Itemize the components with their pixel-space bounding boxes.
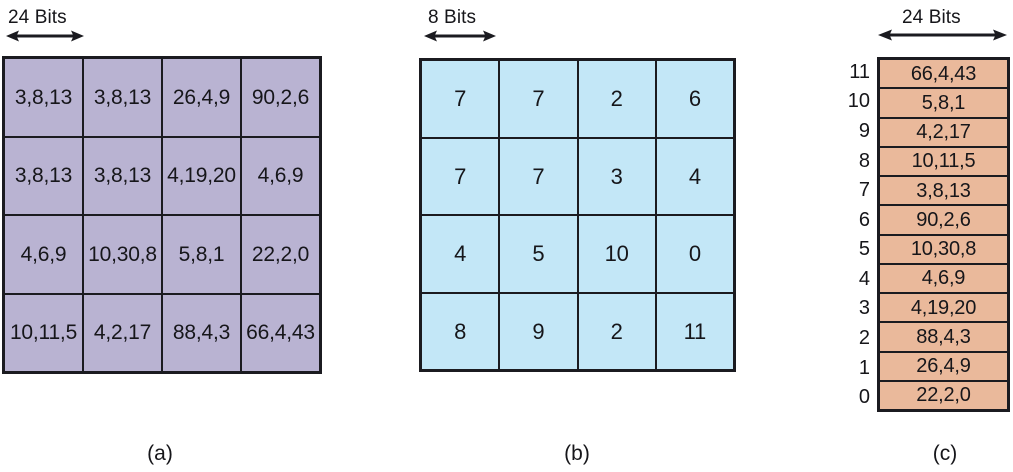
panel-b-bits-label: 8 Bits	[428, 7, 477, 28]
index-cell: 8	[422, 293, 499, 369]
palette-row: 5,8,1	[880, 89, 1007, 117]
palette-table: 66,4,43 5,8,1 4,2,17 10,11,5 3,8,13 90,2…	[877, 57, 1010, 412]
double-arrow-horizontal-icon	[6, 27, 84, 45]
pixel-cell: 4,2,17	[84, 294, 161, 371]
panel-b-caption: (b)	[564, 442, 590, 465]
palette-index-label: 7	[858, 179, 870, 202]
palette-index-label: 9	[858, 119, 870, 142]
index-cell: 9	[500, 293, 577, 369]
index-cell: 11	[656, 293, 733, 369]
palette-index-label: 8	[858, 149, 870, 172]
double-arrow-horizontal-icon	[424, 27, 496, 45]
palette-row: 10,11,5	[880, 147, 1007, 175]
panel-a-bits-label: 24 Bits	[8, 7, 67, 28]
palette-row: 88,4,3	[880, 323, 1007, 351]
index-cell: 2	[578, 61, 655, 137]
index-cell: 6	[656, 61, 733, 137]
pixel-cell: 3,8,13	[5, 59, 82, 136]
index-cell: 3	[578, 138, 655, 214]
palette-row: 26,4,9	[880, 352, 1007, 380]
palette-row: 4,2,17	[880, 118, 1007, 146]
pixel-cell: 66,4,43	[242, 294, 319, 371]
pixel-cell: 88,4,3	[163, 294, 240, 371]
panel-c-caption: (c)	[932, 442, 958, 465]
panel-c-bits-label: 24 Bits	[902, 7, 961, 28]
palette-index-label: 11	[849, 60, 870, 83]
truecolor-pixel-grid: 3,8,13 3,8,13 26,4,9 90,2,6 3,8,13 3,8,1…	[2, 56, 322, 374]
index-cell: 4	[422, 216, 499, 292]
panel-a-caption: (a)	[147, 442, 173, 465]
palette-row: 22,2,0	[880, 381, 1007, 409]
index-cell: 2	[578, 293, 655, 369]
index-cell: 4	[656, 138, 733, 214]
pixel-cell: 22,2,0	[242, 216, 319, 293]
palette-index-label: 3	[858, 297, 870, 320]
index-cell: 7	[422, 61, 499, 137]
pixel-cell: 4,6,9	[242, 137, 319, 214]
pixel-cell: 5,8,1	[163, 216, 240, 293]
index-cell: 5	[500, 216, 577, 292]
palette-index-label: 1	[858, 356, 870, 379]
pixel-cell: 90,2,6	[242, 59, 319, 136]
palette-row: 4,19,20	[880, 294, 1007, 322]
palette-row: 90,2,6	[880, 206, 1007, 234]
index-cell: 0	[656, 216, 733, 292]
palette-index-label: 0	[858, 386, 870, 409]
palette-index-column: 11 10 9 8 7 6 5 4 3 2 1 0	[812, 57, 877, 412]
pixel-cell: 3,8,13	[84, 137, 161, 214]
palette-index-label: 6	[858, 208, 870, 231]
pixel-cell: 10,11,5	[5, 294, 82, 371]
index-pixel-grid: 7 7 2 6 7 7 3 4 4 5 10 0 8 9 2 11	[419, 58, 736, 372]
pixel-cell: 3,8,13	[84, 59, 161, 136]
index-cell: 7	[500, 138, 577, 214]
palette-index-label: 5	[858, 238, 870, 261]
index-cell: 7	[500, 61, 577, 137]
pixel-cell: 4,19,20	[163, 137, 240, 214]
index-cell: 7	[422, 138, 499, 214]
palette-index-label: 4	[858, 267, 870, 290]
pixel-cell: 26,4,9	[163, 59, 240, 136]
palette-row: 4,6,9	[880, 264, 1007, 292]
palette-index-label: 10	[847, 90, 870, 113]
palette-index-label: 2	[858, 326, 870, 349]
palette-row: 3,8,13	[880, 177, 1007, 205]
pixel-cell: 4,6,9	[5, 216, 82, 293]
double-arrow-horizontal-icon	[878, 26, 1007, 44]
pixel-cell: 3,8,13	[5, 137, 82, 214]
palette-row: 10,30,8	[880, 235, 1007, 263]
palette-row: 66,4,43	[880, 60, 1007, 88]
index-cell: 10	[578, 216, 655, 292]
pixel-cell: 10,30,8	[84, 216, 161, 293]
